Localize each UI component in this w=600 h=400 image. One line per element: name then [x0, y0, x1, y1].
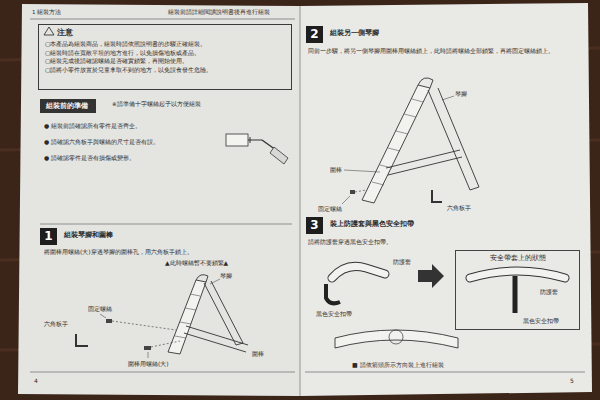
part-label: 黑色安全扣帶: [523, 317, 559, 325]
bar: [386, 150, 462, 175]
stand-illustration: [342, 78, 479, 204]
box-heading: 2: [306, 26, 323, 43]
leader-line: [342, 96, 454, 204]
section-band: 組裝前的準備: [40, 99, 96, 113]
screwdriver-handle: [270, 147, 288, 164]
box-heading: 3: [306, 217, 323, 234]
result-box: 安全帶套上的狀態: [455, 250, 580, 330]
strap-illustration: [326, 264, 565, 348]
part-label: 琴腳: [455, 90, 467, 98]
box-text: ○組裝完成後請確認螺絲是否確實鎖緊，再開始使用。: [45, 57, 285, 66]
right-page: [300, 3, 592, 396]
assembly-line: [355, 190, 366, 192]
screw-illustration: [226, 134, 288, 164]
note-text: ■ 請依箭頭所示方向裝上進行組裝: [352, 361, 444, 369]
part-label: 琴腳: [220, 272, 232, 280]
stand-leg: [168, 280, 206, 354]
part-label: 圍棒用螺絲(大): [128, 360, 169, 368]
black-strap: [513, 276, 518, 313]
instruction-text: ● 請確認六角板手與螺絲的尺寸是否有誤。: [44, 138, 159, 146]
stand-leg: [362, 85, 430, 203]
header-text: 1 組裝方法: [32, 9, 61, 16]
bar: [184, 326, 248, 352]
box-heading: 安全帶套上的狀態: [456, 254, 579, 263]
hex-key: [432, 190, 442, 202]
instruction-text: ● 請確認零件是否有損傷或變形。: [44, 154, 135, 162]
box-heading: 注意: [45, 28, 285, 38]
note-text: ※請準備十字螺絲起子以方便組裝: [112, 101, 201, 108]
cover-outline: [332, 266, 385, 278]
leg-top: [418, 78, 433, 88]
caution-box: 注意 ○本產品為組裝商品，組裝時請依照說明書的步驟正確組裝。○組裝時請在寬敞平坦的…: [38, 24, 292, 90]
part-label: 圍棒: [252, 350, 264, 358]
section-rule: [40, 224, 292, 225]
left-page: [18, 4, 300, 396]
black-strap: [326, 284, 340, 303]
header-rule: [30, 19, 295, 20]
page-number: 5: [570, 377, 574, 385]
part-label: 防護套: [393, 258, 411, 266]
part-label: 防護套: [540, 288, 558, 296]
leader-line: [100, 279, 220, 358]
warning-icon: [44, 27, 54, 35]
assembly-line: [112, 321, 176, 330]
warning-text: ▲此時螺絲暫不要鎖緊▲: [165, 259, 228, 267]
step-title: 裝上防護套與黑色安全扣帶: [330, 220, 414, 229]
box-heading: 1: [40, 228, 57, 245]
footer-rule: [30, 372, 295, 373]
protective-cover: [332, 266, 385, 278]
step-number: 3: [306, 217, 323, 234]
footer-rule: [305, 372, 585, 373]
screw: [106, 319, 112, 323]
part-label: 固定螺絲: [318, 205, 342, 213]
instruction-text: 請將防護套穿過黑色安全扣帶。: [308, 238, 392, 246]
part-label: 黑色安全扣帶: [316, 310, 352, 318]
screw: [248, 137, 262, 143]
spine: [299, 6, 301, 396]
step-title: 組裝琴腳和圍棒: [64, 231, 113, 240]
instruction-text: ● 組裝前請確認所有零件是否齊全。: [44, 122, 141, 130]
instruction-text: 將圍棒用螺絲(大)穿過琴腳的圍棒孔，用六角板手鎖上。: [44, 248, 193, 256]
box-text: ○本產品為組裝商品，組裝時請依照說明書的步驟正確組裝。: [45, 40, 285, 49]
direction-arrow: [418, 264, 444, 288]
header-text: 組裝前請詳細閱讀說明書後再進行組裝: [168, 9, 270, 16]
screw: [144, 346, 151, 350]
instruction-text: 同前一步驟，將另一側琴腳用圍棒用螺絲鎖上，此時請將螺絲全部鎖緊，再將固定螺絲鎖上…: [308, 47, 580, 55]
assembly-line: [151, 341, 180, 347]
box-text: ○組裝時請在寬敞平坦的地方進行，以免損傷地板或產品。: [45, 49, 285, 58]
rear-leg: [204, 281, 243, 345]
page-number: 4: [34, 377, 38, 385]
stand-illustration: [76, 275, 248, 358]
nut: [226, 134, 248, 146]
part-label: 六角板手: [44, 320, 68, 328]
step-number: 1: [40, 228, 57, 245]
step-title: 組裝另一側琴腳: [330, 29, 379, 38]
screw: [350, 190, 355, 194]
box-heading: 組裝前的準備: [46, 101, 90, 111]
leg-hatching: [175, 294, 200, 338]
detail-circle: [389, 330, 403, 344]
rear-leg: [428, 88, 479, 190]
strap-band: [335, 330, 458, 348]
leg-top: [196, 275, 208, 282]
box-text: ○請將小零件放置於兒童拿取不到的地方，以免誤食發生危險。: [45, 66, 285, 75]
part-label: 固定螺絲: [88, 305, 112, 313]
step-number: 2: [306, 26, 323, 43]
hex-key: [76, 334, 88, 346]
part-label: 六角板手: [447, 204, 471, 212]
part-label: 圍棒: [330, 166, 342, 174]
